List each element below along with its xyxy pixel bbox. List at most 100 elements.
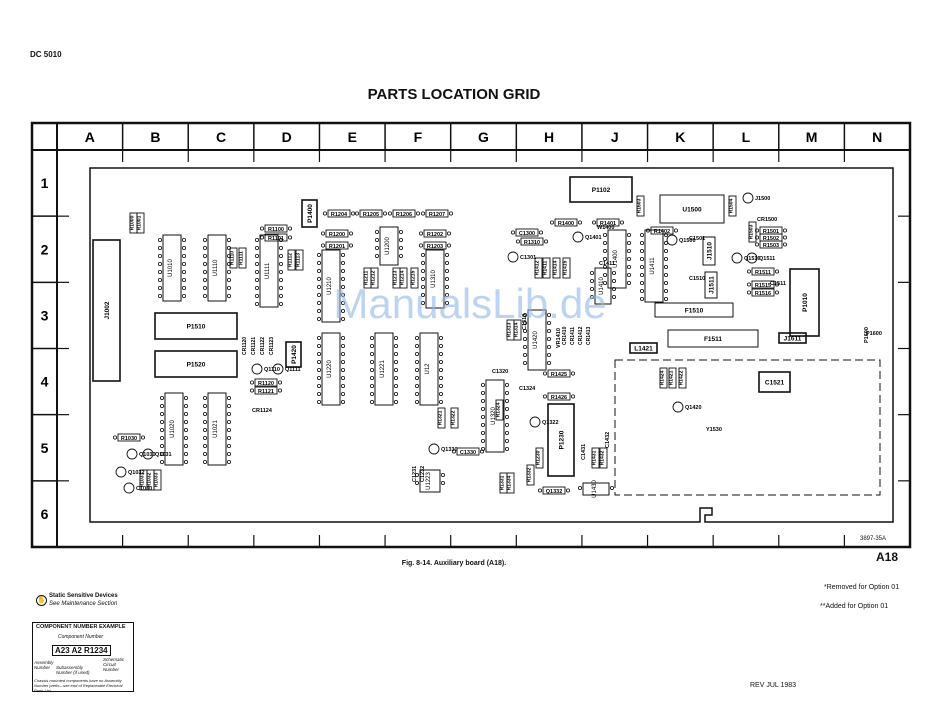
ic-u1110: [207, 234, 227, 302]
resistor-label-r1322: R1322: [451, 410, 457, 425]
resistor-label-r1032: R1032: [147, 472, 153, 487]
ic-pin: [414, 472, 419, 477]
ic-pin: [340, 351, 345, 356]
part-label-p1510: P1510: [187, 324, 206, 331]
resistor-pad: [382, 211, 387, 216]
label-c1232: C1232: [420, 466, 426, 482]
ic-pin: [547, 352, 552, 357]
resistor-label-c1300: C1300: [519, 231, 535, 237]
resistor-pad: [320, 243, 325, 248]
ic-pin: [393, 367, 398, 372]
row-label-6: 6: [41, 506, 49, 522]
resistor-r1030: [117, 433, 141, 442]
resistor-r1431: [591, 447, 600, 469]
ic-pin: [414, 351, 419, 356]
ic-pin: [340, 316, 345, 321]
ic-pin: [202, 395, 207, 400]
ic-label-u1220: U1220: [327, 360, 333, 378]
ic-pin: [398, 229, 403, 234]
transistor-q1420: [672, 401, 684, 413]
part-p1510: [154, 312, 238, 340]
resistor-r1214: [399, 267, 408, 289]
ic-pin: [440, 480, 445, 485]
ic-u1420: [527, 309, 547, 371]
resistor-c1330: [456, 447, 480, 456]
resistor-label-r1324: R1324: [496, 402, 502, 417]
resistor-pad: [747, 290, 752, 295]
resistor-label-r1211: R1211: [364, 271, 370, 286]
resistor-label-r1422: R1422: [679, 370, 685, 385]
static-notice-line1: Static Sensitive Devices: [49, 593, 118, 599]
resistor-pad: [775, 290, 780, 295]
transistor-q1401: [572, 231, 584, 243]
ic-label-u1210: U1210: [327, 277, 333, 295]
ic-pin: [159, 411, 164, 416]
resistor-label-r1213: R1213: [393, 270, 399, 285]
ic-pin: [547, 320, 552, 325]
resistor-r1110: [229, 247, 238, 269]
row-label-5: 5: [41, 440, 49, 456]
resistor-label-r1111: R1111: [239, 251, 245, 265]
resistor-pad: [544, 239, 549, 244]
resistor-label-r1332: R1332: [527, 467, 533, 482]
ic-pin: [159, 459, 164, 464]
ic-pin: [590, 294, 595, 299]
resistor-r1401: [596, 218, 620, 227]
resistor-r1321: [437, 407, 446, 429]
resistor-pad: [387, 211, 392, 216]
ic-pin: [340, 383, 345, 388]
part-p1102: [569, 176, 633, 203]
ic-pin: [603, 240, 608, 245]
page-title: PARTS LOCATION GRID: [367, 86, 541, 103]
column-label-c: C: [216, 129, 226, 145]
ic-label-u1400: U1400: [613, 250, 619, 268]
ic-pin: [374, 229, 379, 234]
ic-pin: [414, 480, 419, 485]
ic-pin: [398, 237, 403, 242]
model-number: DC 5010: [30, 50, 62, 59]
ic-pin: [181, 269, 186, 274]
ic-pin: [254, 253, 259, 258]
ic-pin: [202, 245, 207, 250]
ic-pin: [414, 359, 419, 364]
ic-pin: [159, 403, 164, 408]
ic-pin: [369, 383, 374, 388]
label-c1310: C1310: [522, 314, 528, 330]
schematic-number-label: Schematic Circuit Number: [103, 657, 125, 672]
transistor-q1322: [529, 416, 541, 428]
ic-pin: [480, 382, 485, 387]
transistor-label-q1110: Q1110: [264, 367, 280, 373]
ic-pin: [278, 237, 283, 242]
subassembly-number-label: Subassembly Number (if used): [56, 665, 90, 675]
ic-pin: [183, 427, 188, 432]
resistor-label-r1504: R1504: [729, 198, 735, 213]
ic-pin: [340, 260, 345, 265]
resistor-r1113: [295, 249, 304, 271]
part-j1510: [702, 236, 716, 266]
drawing-code: 3897-35A: [860, 536, 887, 542]
ic-pin: [612, 278, 617, 283]
ic-pin: [316, 276, 321, 281]
label-c1432: C1432: [605, 432, 611, 448]
resistor-label-r1101: R1101: [268, 236, 284, 242]
ic-pin: [157, 237, 162, 242]
resistor-label-r1426: R1426: [551, 395, 567, 401]
column-label-d: D: [282, 129, 292, 145]
resistor-pad: [592, 220, 597, 225]
ic-pin: [202, 293, 207, 298]
resistor-r1334: [506, 472, 515, 494]
ic-pin: [369, 351, 374, 356]
resistor-r1101: [264, 233, 288, 242]
part-label-l1421: L1421: [634, 346, 653, 353]
resistor-label-r1310: R1310: [524, 240, 540, 246]
ic-pin: [316, 300, 321, 305]
ic-u1221: [374, 332, 394, 406]
figure-caption: Fig. 8-14. Auxiliary board (A18).: [401, 560, 507, 567]
resistor-label-r1425: R1425: [551, 372, 567, 378]
resistor-pad: [348, 243, 353, 248]
ic-pin: [504, 430, 509, 435]
ic-pin: [226, 285, 231, 290]
component-number-example-title: COMPONENT NUMBER EXAMPLE: [36, 624, 126, 630]
ic-pin: [226, 293, 231, 298]
resistor-label-r1000: R1000: [130, 215, 136, 230]
